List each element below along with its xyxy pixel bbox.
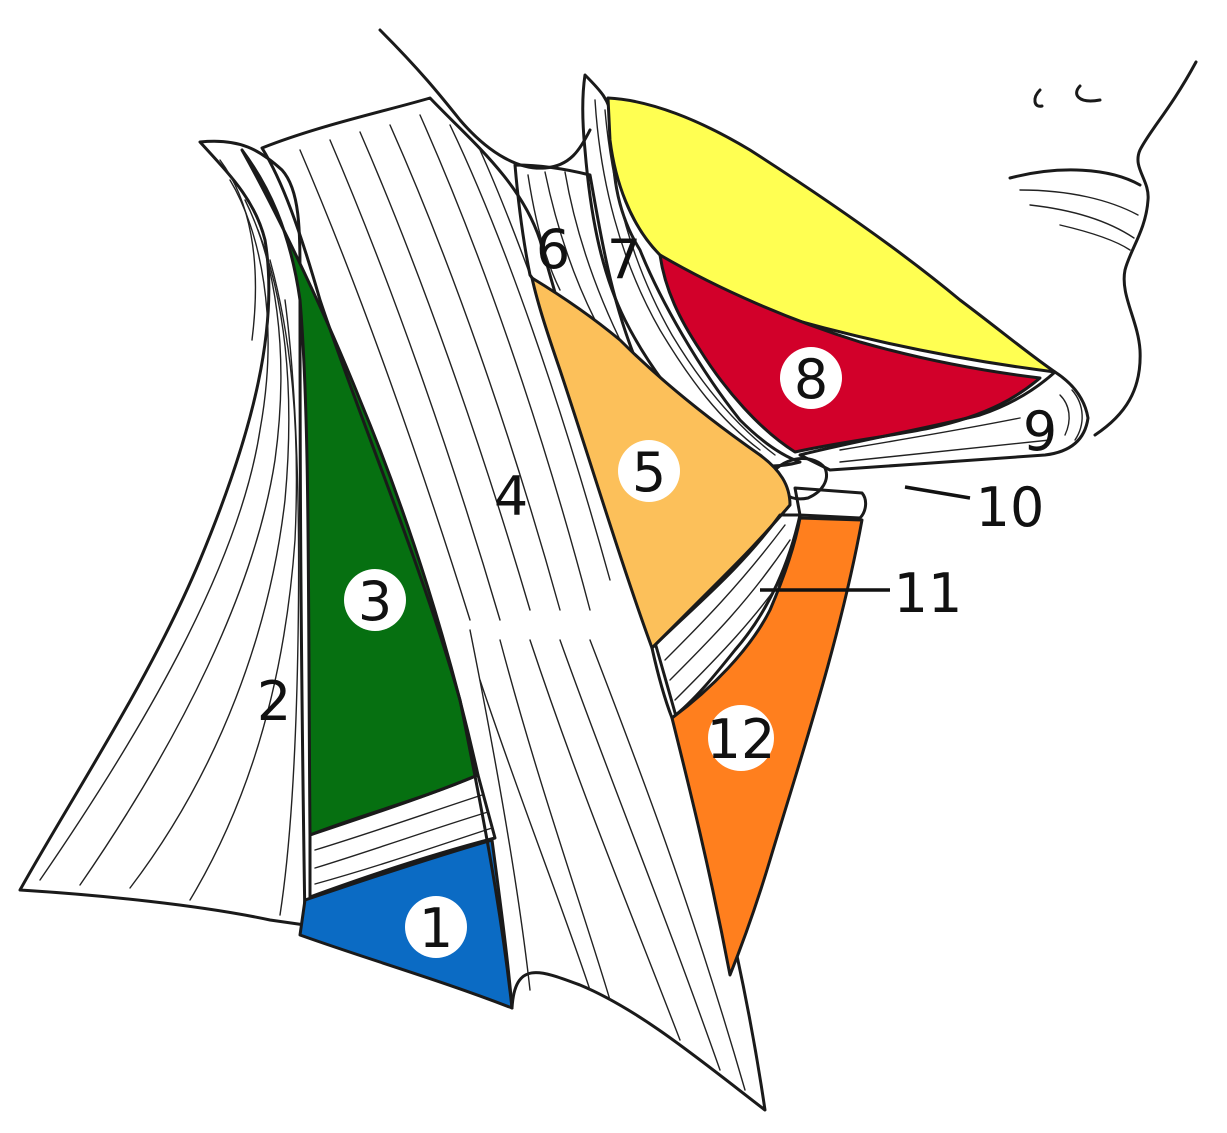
band-omohyoid-inferior xyxy=(308,773,497,899)
band-fibers xyxy=(314,794,493,885)
label-2: 2 xyxy=(257,670,291,733)
label-12: 12 xyxy=(707,708,776,771)
leader-lines xyxy=(760,485,971,592)
label-5: 5 xyxy=(632,441,666,504)
label-badges xyxy=(344,347,842,958)
label-3: 3 xyxy=(358,570,392,633)
label-4: 4 xyxy=(494,465,528,528)
label-1: 1 xyxy=(419,897,453,960)
number-labels: 1 2 3 4 5 6 7 8 9 10 11 12 xyxy=(257,218,1057,960)
label-9: 9 xyxy=(1023,400,1057,463)
label-8: 8 xyxy=(794,348,828,411)
region-6-7-muscles xyxy=(513,73,802,468)
face-profile xyxy=(1008,60,1198,437)
region-2-muscle xyxy=(18,139,307,927)
label-7: 7 xyxy=(607,228,641,291)
region-4-muscle xyxy=(260,96,767,1112)
region-yellow xyxy=(606,96,1057,374)
label-10: 10 xyxy=(976,476,1045,539)
label-6: 6 xyxy=(536,218,570,281)
mastoid-outline xyxy=(378,28,592,170)
label-11: 11 xyxy=(894,562,963,625)
